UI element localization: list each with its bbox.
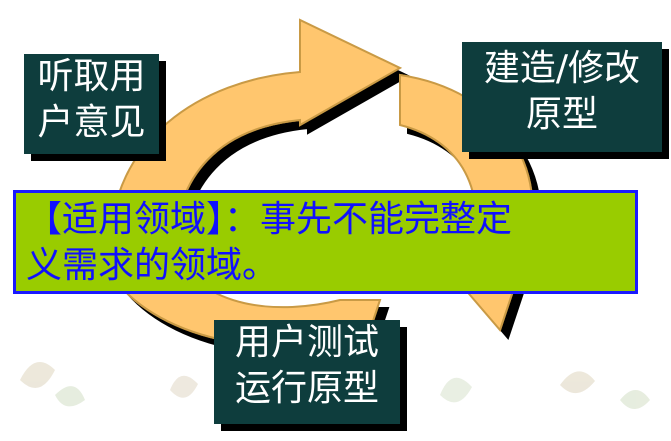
note-line-1: 【适用领域】：事先不能完整定 xyxy=(26,199,513,240)
test-line-2: 运行原型 xyxy=(234,368,379,409)
listen-line-2: 户意见 xyxy=(37,102,146,143)
listen-line-1: 听取用 xyxy=(37,56,146,97)
build-line-1: 建造/修改 xyxy=(483,48,641,89)
build-prototype-box: 建造/修改 原型 xyxy=(462,42,662,152)
leaf-decoration xyxy=(20,362,650,409)
note-line-2: 义需求的领域。 xyxy=(26,245,279,286)
listen-feedback-box: 听取用 户意见 xyxy=(24,54,159,154)
test-prototype-box: 用户测试 运行原型 xyxy=(214,320,400,424)
applicable-domain-note: 【适用领域】：事先不能完整定 义需求的领域。 xyxy=(13,190,638,294)
test-line-1: 用户测试 xyxy=(234,322,379,363)
build-line-2: 原型 xyxy=(525,94,598,135)
